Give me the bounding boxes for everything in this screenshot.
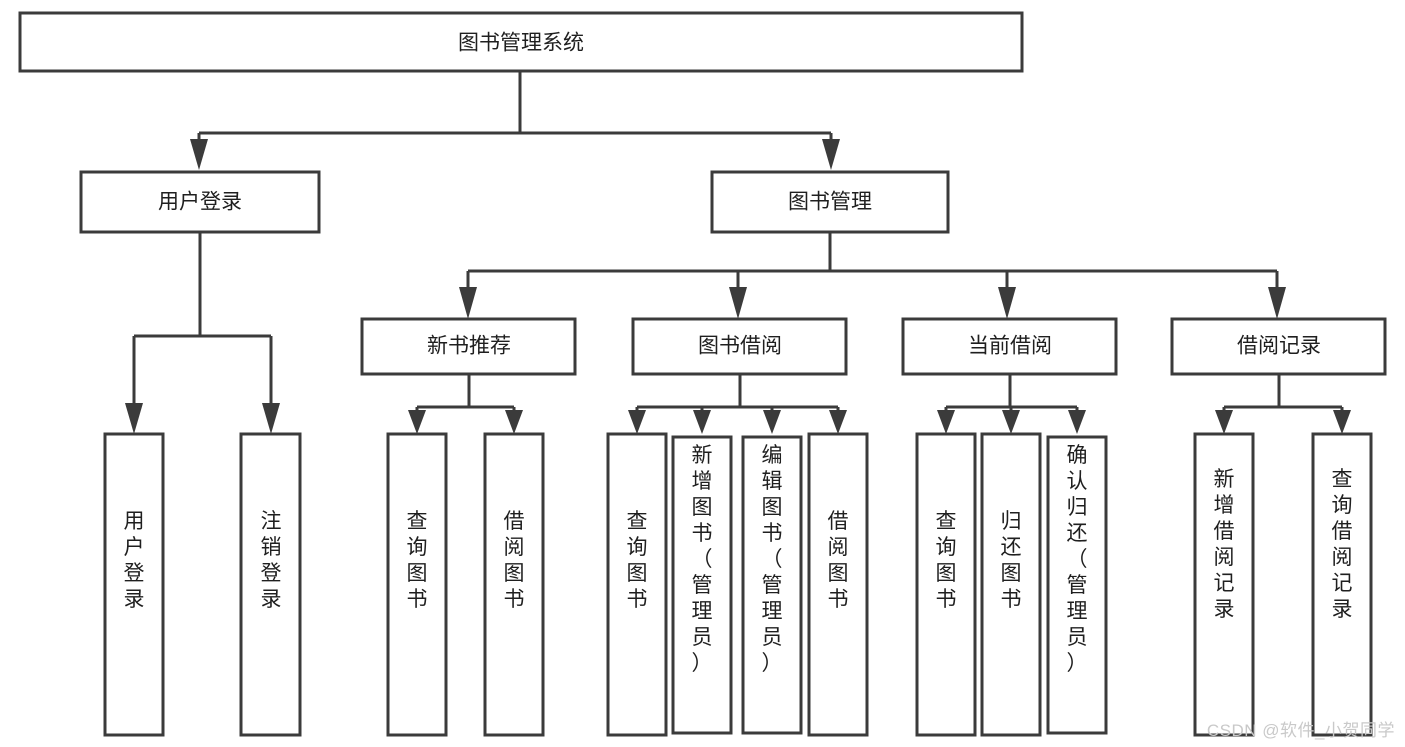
connectors-user-login-to-leaves [125, 232, 280, 434]
leaf-box [671, 435, 733, 735]
leaf-borrow-add-book[interactable]: 新增图书（管理员） [671, 435, 733, 735]
node-borrow-record[interactable]: 借阅记录 [1170, 317, 1387, 376]
leaf-label: 归还图书 [1001, 510, 1022, 611]
arrow-head-icon [190, 139, 208, 170]
leaf-borrow-borrow-book[interactable]: 借阅图书 [807, 432, 869, 737]
arrow-head-icon [998, 287, 1016, 319]
arrow-head-icon [505, 410, 523, 434]
leaf-user-login-logout[interactable]: 注销登录 [239, 432, 302, 737]
leaf-borrow-query-book[interactable]: 查询图书 [606, 432, 668, 737]
connectors-borrow-record-to-leaves [1215, 374, 1351, 434]
leaf-record-query[interactable]: 查询借阅记录 [1311, 432, 1373, 737]
node-book-management-label: 图书管理 [788, 191, 872, 214]
leaf-user-login-login[interactable]: 用户登录 [103, 432, 165, 737]
node-new-book-recommend[interactable]: 新书推荐 [360, 317, 577, 376]
connectors-book-borrow-to-leaves [628, 374, 847, 434]
leaf-box [1311, 432, 1373, 737]
leaf-label: 确认归还（管理员） [1067, 444, 1088, 675]
node-user-login-label: 用户登录 [158, 191, 242, 214]
node-book-management[interactable]: 图书管理 [710, 170, 950, 234]
node-current-borrow-box [901, 317, 1118, 376]
leaf-box [1046, 435, 1108, 735]
leaf-box [807, 432, 869, 737]
node-user-login[interactable]: 用户登录 [79, 170, 321, 234]
leaf-box [741, 435, 803, 735]
leaf-record-add[interactable]: 新增借阅记录 [1193, 432, 1255, 737]
arrow-head-icon [459, 287, 477, 319]
node-root[interactable]: 图书管理系统 [18, 11, 1024, 73]
connectors-new-book-recommend-to-leaves [408, 374, 523, 434]
node-borrow-record-label: 借阅记录 [1237, 335, 1321, 358]
leaf-label: 编辑图书（管理员） [762, 444, 783, 675]
arrow-head-icon [729, 287, 747, 319]
leaf-box [386, 432, 448, 737]
node-book-borrow-label: 图书借阅 [698, 335, 782, 358]
leaf-label: 查询图书 [627, 510, 648, 611]
arrow-head-icon [1002, 410, 1020, 434]
leaf-borrow-edit-book[interactable]: 编辑图书（管理员） [741, 435, 803, 735]
leaf-label: 借阅图书 [504, 510, 525, 611]
arrow-head-icon [408, 410, 426, 434]
connectors-current-borrow-to-leaves [937, 374, 1086, 434]
node-book-borrow[interactable]: 图书借阅 [631, 317, 848, 376]
leaf-box [1193, 432, 1255, 737]
arrow-head-icon [829, 410, 847, 434]
connectors-book-management-to-level3 [459, 232, 1286, 319]
leaf-label: 新增图书（管理员） [692, 444, 713, 675]
leaf-current-confirm-return[interactable]: 确认归还（管理员） [1046, 435, 1108, 735]
leaf-box [103, 432, 165, 737]
leaf-box [239, 432, 302, 737]
arrow-head-icon [937, 410, 955, 434]
leaf-label: 新增借阅记录 [1214, 468, 1235, 621]
node-new-book-recommend-label: 新书推荐 [427, 335, 511, 358]
leaf-box [483, 432, 545, 737]
leaf-label: 查询借阅记录 [1332, 468, 1353, 621]
arrow-head-icon [763, 410, 781, 434]
leaf-current-return-book[interactable]: 归还图书 [980, 432, 1042, 737]
arrow-head-icon [1215, 410, 1233, 434]
arrow-head-icon [1268, 287, 1286, 319]
arrow-head-icon [1068, 410, 1086, 434]
node-book-management-box [710, 170, 950, 234]
leaf-label: 注销登录 [261, 510, 282, 611]
leaf-current-query-book[interactable]: 查询图书 [915, 432, 977, 737]
leaf-box [980, 432, 1042, 737]
node-current-borrow[interactable]: 当前借阅 [901, 317, 1118, 376]
node-current-borrow-label: 当前借阅 [968, 335, 1052, 358]
leaf-new-book-query[interactable]: 查询图书 [386, 432, 448, 737]
arrow-head-icon [1333, 410, 1351, 434]
leaf-new-book-borrow[interactable]: 借阅图书 [483, 432, 545, 737]
arrow-head-icon [822, 139, 840, 170]
leaf-label: 用户登录 [124, 510, 145, 611]
leaf-box [606, 432, 668, 737]
leaf-label: 查询图书 [936, 510, 957, 611]
leaf-box [915, 432, 977, 737]
arrow-head-icon [628, 410, 646, 434]
arrow-head-icon [125, 403, 143, 434]
node-borrow-record-box [1170, 317, 1387, 376]
leaf-label: 借阅图书 [828, 510, 849, 611]
leaf-label: 查询图书 [407, 510, 428, 611]
connectors-root-to-level2 [190, 71, 840, 170]
arrow-head-icon [262, 403, 280, 434]
node-root-box [18, 11, 1024, 73]
node-root-label: 图书管理系统 [458, 32, 584, 55]
node-new-book-recommend-box [360, 317, 577, 376]
arrow-head-icon [693, 410, 711, 434]
node-book-borrow-box [631, 317, 848, 376]
